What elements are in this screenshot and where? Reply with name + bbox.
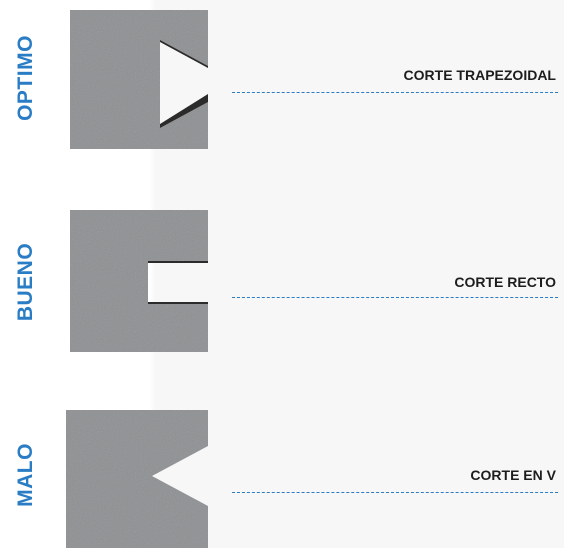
trapezoidal-cut-sample bbox=[70, 10, 208, 149]
rating-bueno: BUENO bbox=[0, 212, 52, 352]
rating-label: MALO bbox=[14, 443, 38, 507]
trapezoidal-notch-shadow-lower bbox=[160, 94, 208, 130]
cut-label-trapezoidal: CORTE TRAPEZOIDAL bbox=[403, 67, 556, 83]
v-cut-sample bbox=[66, 410, 208, 548]
rating-malo: MALO bbox=[0, 405, 52, 545]
leader-line-v bbox=[232, 492, 558, 493]
v-material-block bbox=[66, 410, 208, 548]
leader-line-trapezoidal bbox=[232, 92, 558, 93]
straight-material-block bbox=[70, 210, 208, 352]
cut-label-straight: CORTE RECTO bbox=[454, 274, 556, 290]
cut-label-v: CORTE EN V bbox=[470, 467, 556, 483]
rating-label: BUENO bbox=[14, 242, 37, 322]
straight-cut-sample bbox=[70, 210, 208, 352]
rating-optimo: OPTIMO bbox=[0, 8, 52, 148]
trapezoidal-material-block bbox=[70, 10, 208, 149]
rating-label: OPTIMO bbox=[14, 35, 37, 121]
leader-line-straight bbox=[232, 297, 558, 298]
